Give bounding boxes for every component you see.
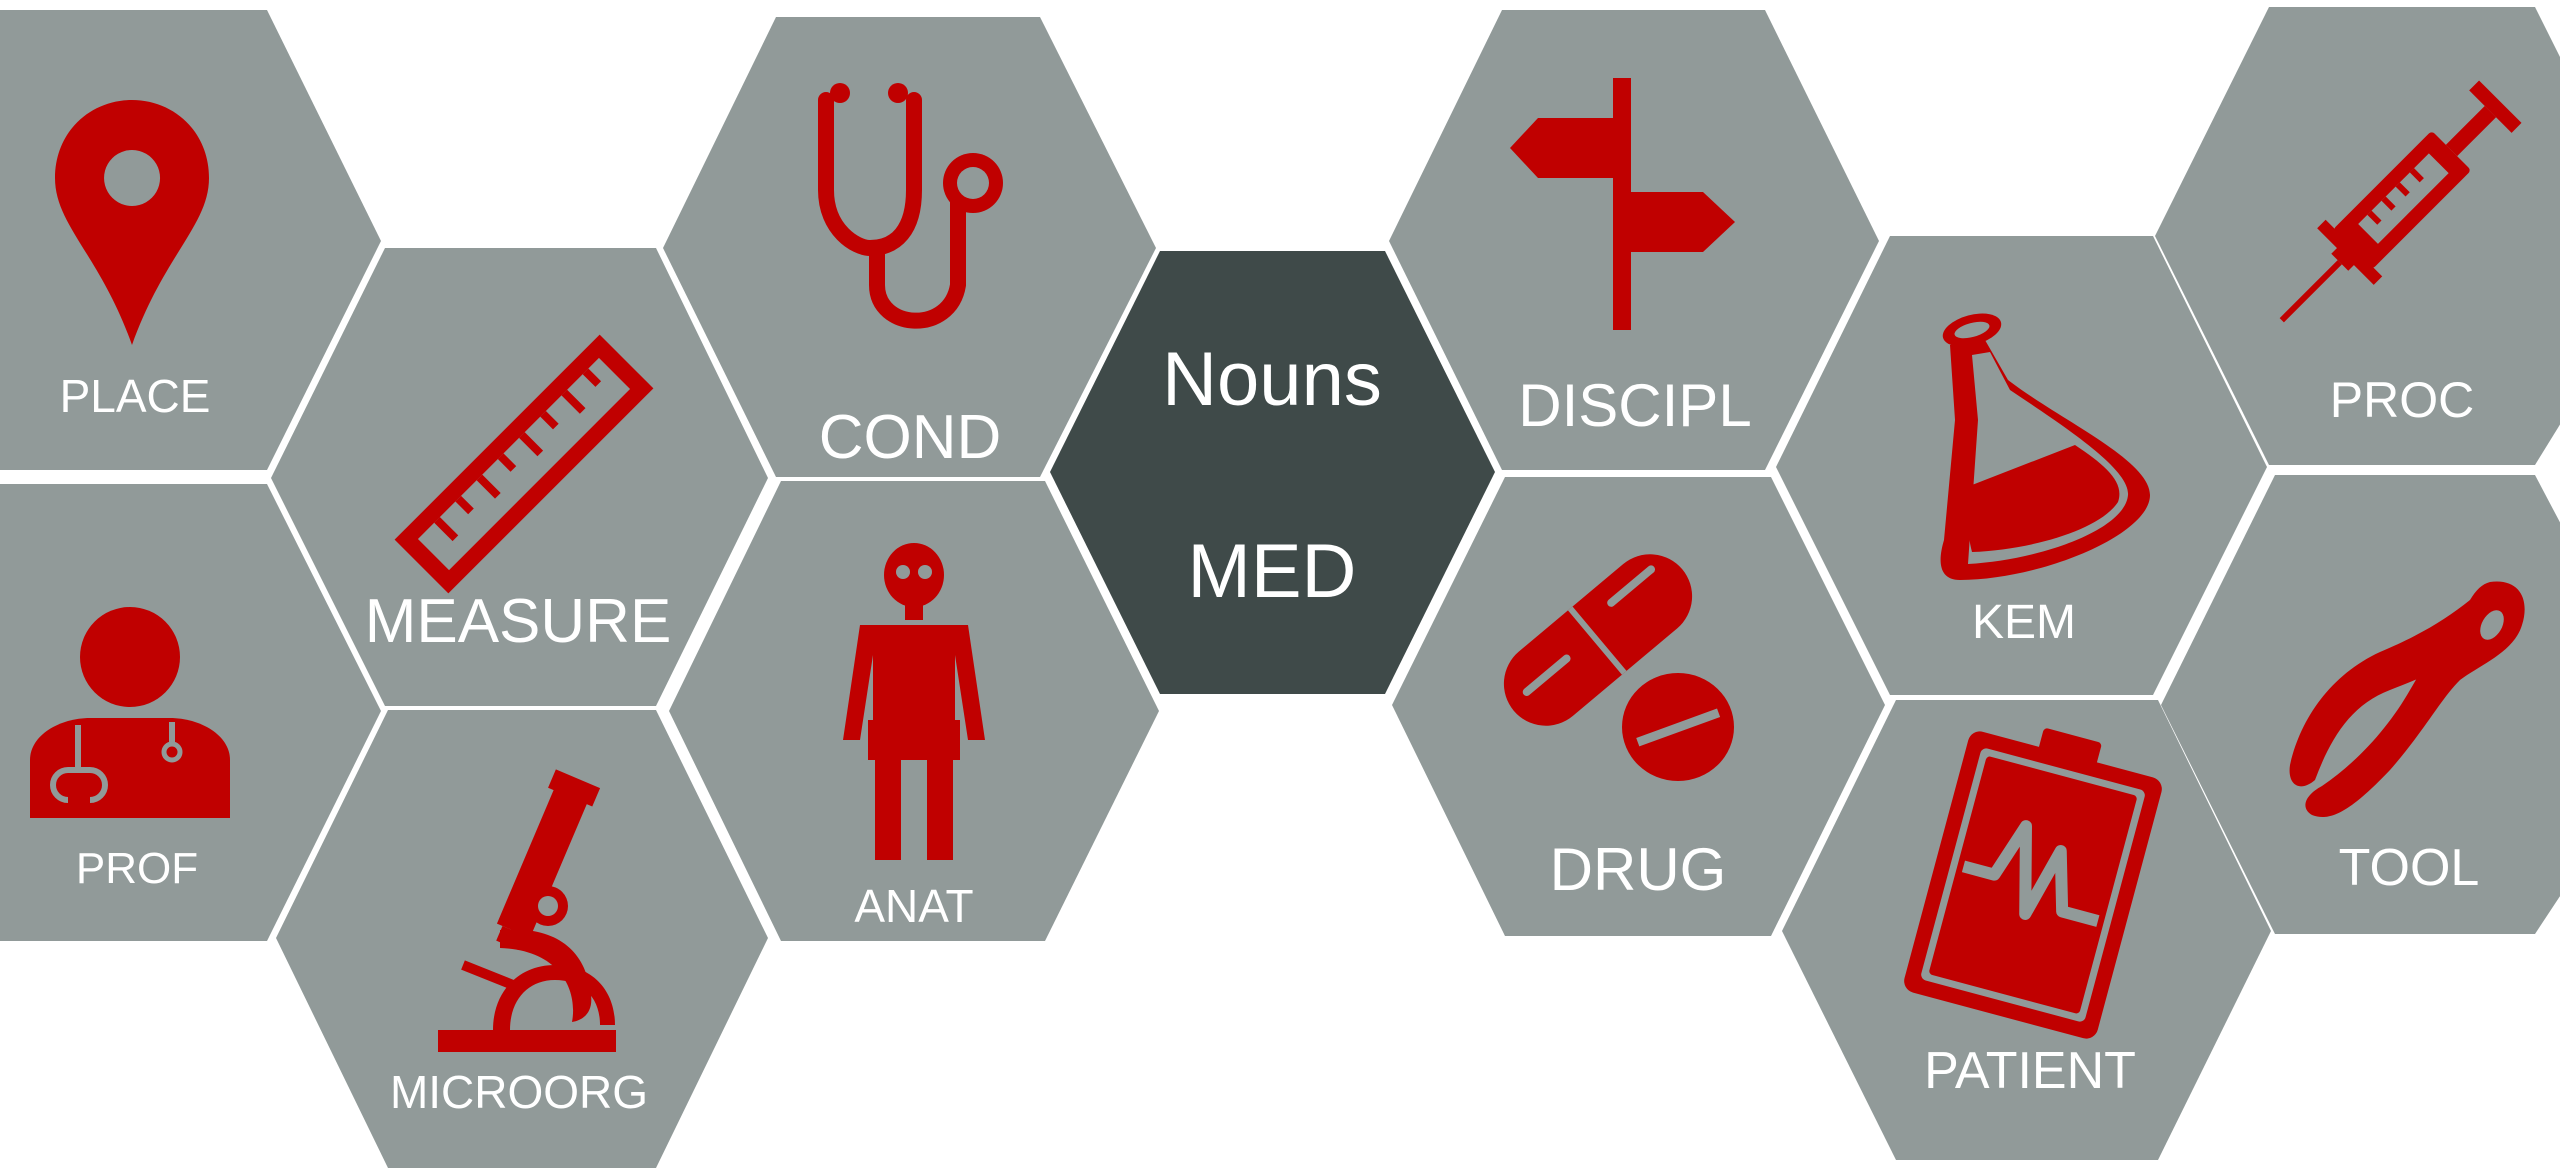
tile-discipl: DISCIPL xyxy=(1389,10,1879,470)
tile-kem: KEM xyxy=(1776,236,2267,695)
tile-label-prof: PROF xyxy=(76,844,198,893)
hex-cond xyxy=(663,17,1156,477)
tile-label-kem: KEM xyxy=(1972,596,2076,649)
tile-label-anat: ANAT xyxy=(854,880,973,932)
tile-place: PLACE xyxy=(0,10,381,470)
clipboard-chart-icon xyxy=(1904,728,2162,1039)
tile-drug: DRUG xyxy=(1392,477,1885,936)
tile-cond: COND xyxy=(663,17,1156,477)
tile-tool: TOOL xyxy=(2161,475,2560,934)
tile-label-measure: MEASURE xyxy=(365,587,672,656)
tile-label-cond: COND xyxy=(819,403,1002,472)
tile-label-drug: DRUG xyxy=(1550,836,1727,903)
flask-icon xyxy=(1940,313,2150,580)
map-pin-icon xyxy=(55,100,209,345)
pills-icon xyxy=(1503,554,1734,781)
ruler-icon xyxy=(394,334,654,594)
stethoscope-icon xyxy=(818,83,1003,329)
tile-center: Nouns MED xyxy=(1050,251,1495,694)
hex-center xyxy=(1050,251,1495,694)
tile-label-tool: TOOL xyxy=(2339,839,2480,897)
tile-label-place: PLACE xyxy=(60,370,211,422)
center-subtitle: MED xyxy=(1188,529,1357,614)
tile-patient: PATIENT xyxy=(1782,700,2271,1160)
tile-label-proc: PROC xyxy=(2330,372,2474,428)
hex-prof xyxy=(0,484,381,941)
skeleton-icon xyxy=(843,543,985,860)
tile-label-discipl: DISCIPL xyxy=(1518,372,1751,439)
tile-prof: PROF xyxy=(0,484,381,941)
tile-anat: ANAT xyxy=(669,481,1159,941)
doctor-icon xyxy=(30,607,230,818)
center-title: Nouns xyxy=(1162,337,1382,422)
signpost-icon xyxy=(1510,78,1735,330)
microscope-icon xyxy=(438,769,616,1052)
syringe-icon xyxy=(2279,80,2522,323)
tile-label-microorg: MICROORG xyxy=(390,1066,648,1118)
tile-microorg: MICROORG xyxy=(276,710,768,1168)
tile-label-patient: PATIENT xyxy=(1924,1042,2136,1100)
tile-proc: PROC xyxy=(2155,7,2560,465)
tile-measure: MEASURE xyxy=(271,248,768,706)
pliers-icon xyxy=(2289,581,2525,818)
